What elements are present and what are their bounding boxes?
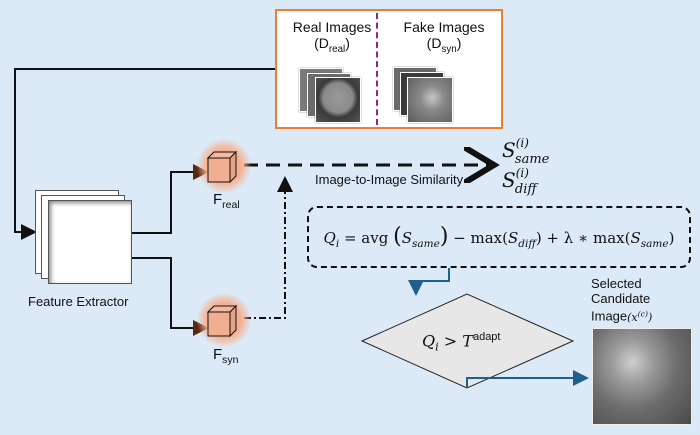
selected-candidate-image	[592, 328, 692, 425]
cube-icon	[206, 150, 238, 184]
dataset-to-extractor-connector	[14, 68, 275, 240]
s-same-symbol: S(i)same	[502, 136, 550, 167]
fake-images-symbol: (Dsyn)	[426, 35, 462, 55]
decision-to-candidate-arrow	[466, 370, 589, 388]
decision-diamond	[360, 293, 575, 389]
real-images-title: Real Images (Dreal)	[277, 19, 387, 55]
fake-images-title: Fake Images (Dsyn)	[389, 19, 499, 55]
extractor-to-fsyn-connector	[130, 257, 209, 336]
fsyn-label: Fsyn	[213, 346, 239, 366]
decision-condition: Qi > Tadapt	[422, 331, 501, 354]
similarity-label: Image-to-Image Similarity	[315, 172, 464, 187]
feature-extractor-label: Feature Extractor	[28, 294, 129, 309]
dataset-box: Real Images (Dreal) Fake Images (Dsyn)	[275, 9, 503, 129]
real-image-thumbnail	[315, 77, 361, 123]
dataset-divider	[376, 13, 378, 125]
s-diff-symbol: S(i)diff	[502, 166, 537, 197]
cube-icon	[206, 304, 238, 338]
formula-text: Qi = avg (Ssame) − max(Sdiff) + λ ∗ max(…	[323, 224, 675, 250]
extractor-to-freal-connector	[130, 164, 209, 234]
freal-label: Freal	[213, 191, 240, 211]
extractor-sheet	[48, 200, 132, 284]
real-images-symbol: (Dreal)	[314, 35, 350, 55]
fsyn-to-similarity-arrow	[244, 176, 293, 319]
candidate-label: Selected Candidate Image(x(c))	[591, 276, 653, 324]
fake-image-thumbnail	[407, 77, 453, 123]
feature-extractor	[35, 190, 135, 290]
quality-score-formula: Qi = avg (Ssame) − max(Sdiff) + λ ∗ max(…	[307, 206, 691, 268]
formula-to-decision-connector	[408, 268, 450, 296]
